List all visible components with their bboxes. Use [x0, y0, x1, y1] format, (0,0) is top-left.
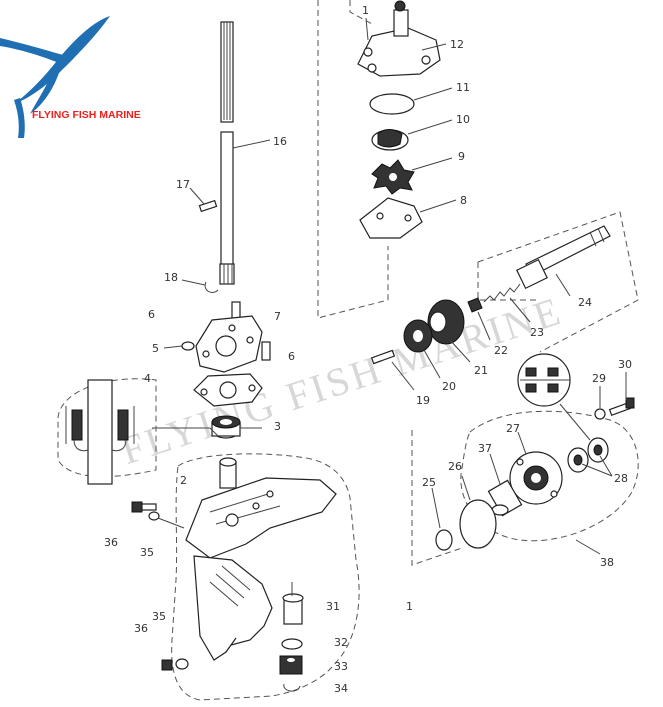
gear-21 — [427, 299, 465, 345]
label-36-upper: 36 — [104, 536, 118, 549]
label-7: 7 — [274, 310, 281, 323]
pin-17 — [198, 199, 218, 213]
shift-clutch-22 — [467, 297, 483, 313]
label-25: 25 — [422, 476, 436, 489]
circlip-34 — [283, 683, 301, 692]
lower-gear-case — [185, 477, 337, 661]
bearing-housing-27 — [509, 451, 563, 505]
bearing-housing-group-outline — [460, 410, 639, 542]
bearing-3 — [211, 415, 241, 439]
label-17: 17 — [176, 178, 190, 191]
label-34: 34 — [334, 682, 348, 695]
pump-seal-ring-11 — [369, 93, 415, 115]
pinion-gear-33 — [279, 655, 303, 675]
bolt-36-upper — [131, 501, 157, 513]
label-28: 28 — [614, 472, 628, 485]
sleeve-37 — [487, 479, 523, 517]
label-11: 11 — [456, 81, 470, 94]
label-12: 12 — [450, 38, 464, 51]
label-16: 16 — [273, 135, 287, 148]
pump-housing-12 — [357, 0, 441, 77]
spring-23 — [483, 283, 521, 303]
label-27: 27 — [506, 422, 520, 435]
dowel-pin-6 — [261, 341, 271, 361]
lower-case-group-outline — [171, 453, 360, 701]
label-30: 30 — [618, 358, 632, 371]
bushing-2 — [219, 457, 237, 489]
label-20: 20 — [442, 380, 456, 393]
washer-35-upper — [148, 511, 160, 521]
label-22: 22 — [494, 344, 508, 357]
water-pump-top-outline — [349, 0, 373, 25]
label-36-lower: 36 — [134, 622, 148, 635]
brand-name: FLYING FISH MARINE — [32, 109, 141, 121]
label-9: 9 — [458, 150, 465, 163]
bolt-30 — [608, 397, 635, 417]
label-2: 2 — [180, 474, 187, 487]
washer-29 — [594, 408, 606, 420]
label-29: 29 — [592, 372, 606, 385]
label-38: 38 — [600, 556, 614, 569]
drive-shaft — [219, 21, 235, 285]
label-1-top: 1 — [362, 4, 369, 17]
propeller-shaft-24 — [516, 225, 611, 290]
label-4: 4 — [144, 372, 151, 385]
water-pump-group-outline — [317, 0, 389, 319]
oil-seal-detail-inset — [517, 353, 571, 407]
label-19: 19 — [416, 394, 430, 407]
pin-19 — [370, 349, 396, 365]
brand-logo: FLYING FISH MARINE — [0, 16, 141, 138]
pump-liner-10 — [371, 129, 409, 151]
label-23: 23 — [530, 326, 544, 339]
label-18: 18 — [164, 271, 178, 284]
label-6-side: 6 — [288, 350, 295, 363]
flying-fish-logo-icon — [0, 16, 110, 138]
gasket-4 — [193, 373, 263, 407]
propeller-shaft-group-outline — [411, 430, 463, 566]
shaft-upper-outline — [477, 211, 639, 353]
label-31: 31 — [326, 600, 340, 613]
label-35-lower: 35 — [152, 610, 166, 623]
bushing-31 — [282, 593, 304, 625]
label-10: 10 — [456, 113, 470, 126]
mounting-plate — [195, 315, 263, 373]
label-26: 26 — [448, 460, 462, 473]
label-24: 24 — [578, 296, 592, 309]
bearing-detail-inset — [57, 378, 157, 485]
oil-seals-28 — [567, 437, 609, 473]
label-1-lower: 1 — [406, 600, 413, 613]
label-3: 3 — [274, 420, 281, 433]
label-21: 21 — [474, 364, 488, 377]
o-ring-26 — [459, 499, 497, 549]
label-33: 33 — [334, 660, 348, 673]
watermark-text: FLYING FISH MARINE — [115, 288, 567, 473]
label-37: 37 — [478, 442, 492, 455]
label-5: 5 — [152, 342, 159, 355]
washer-25 — [435, 529, 453, 551]
label-8: 8 — [460, 194, 467, 207]
bolt-36-lower — [161, 658, 189, 671]
o-ring-5 — [181, 341, 195, 351]
label-6-top: 6 — [148, 308, 155, 321]
bearing-20 — [403, 319, 433, 353]
circlip-18 — [204, 281, 219, 293]
label-35-upper: 35 — [140, 546, 154, 559]
label-32: 32 — [334, 636, 348, 649]
impeller-9 — [371, 159, 415, 195]
pump-plate-8 — [359, 197, 423, 239]
washer-32 — [281, 638, 303, 650]
